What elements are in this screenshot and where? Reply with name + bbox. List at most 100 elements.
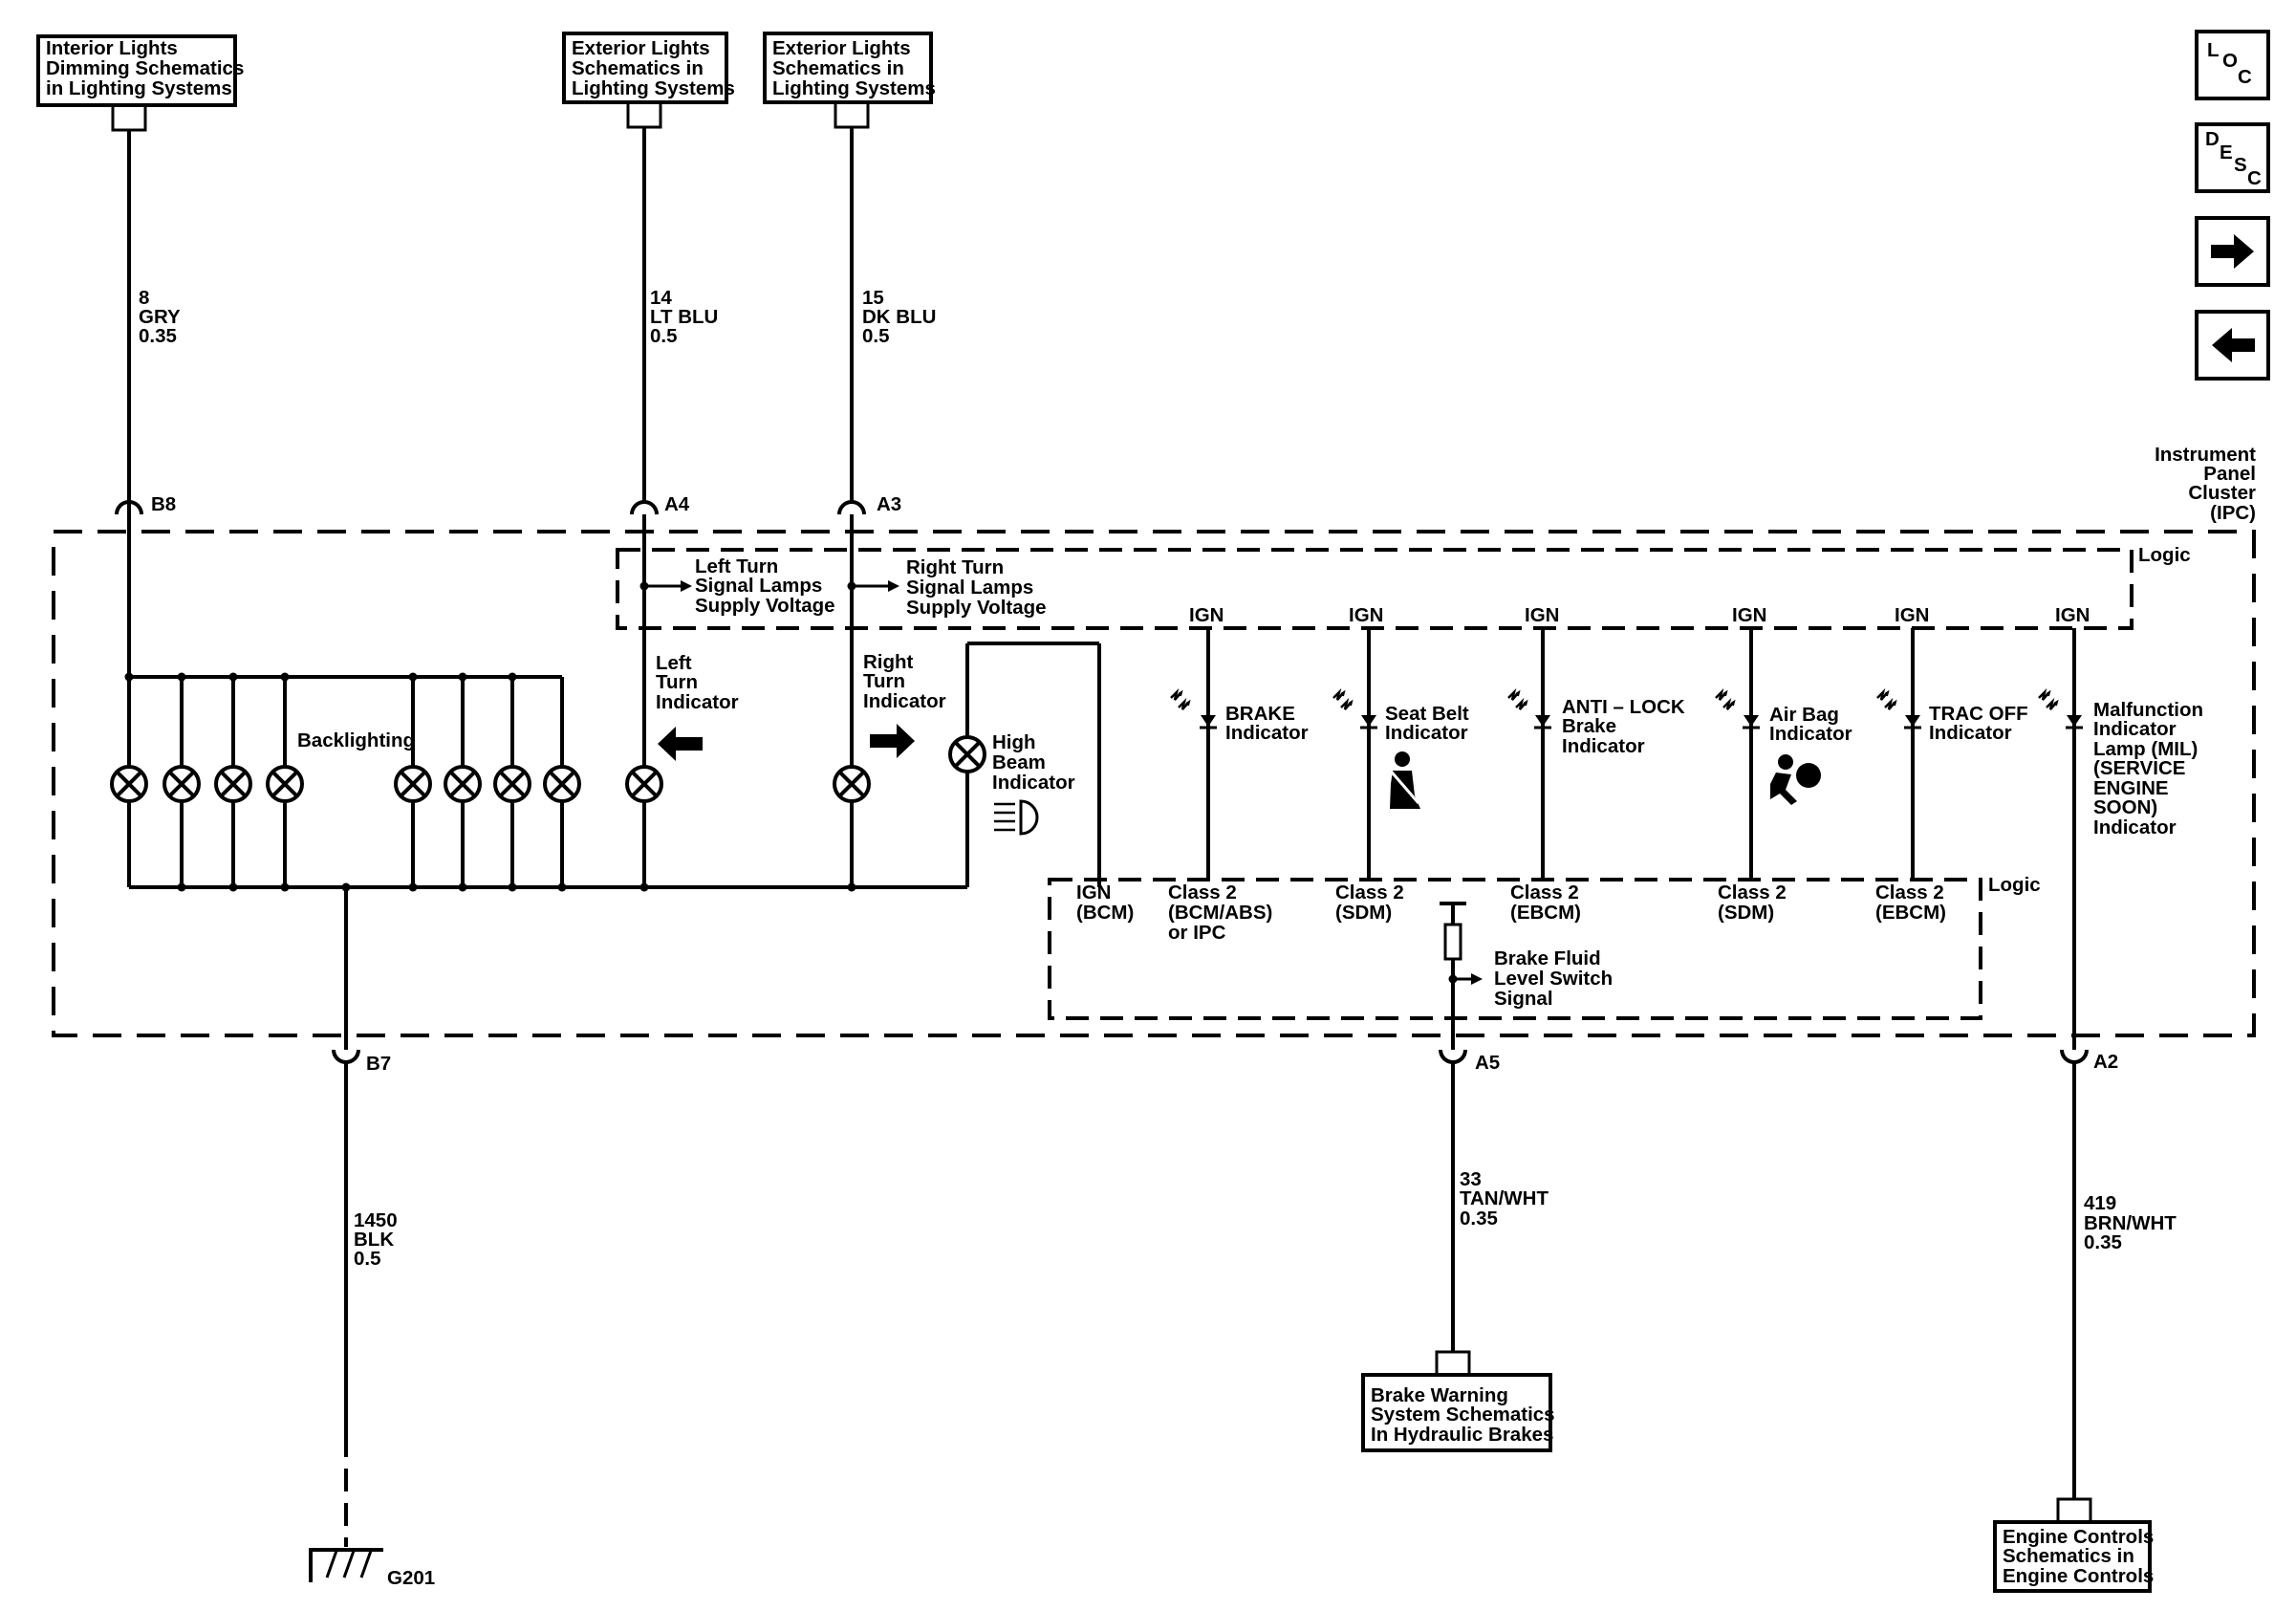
loc-button[interactable]: L O C [2195, 30, 2270, 100]
pin-a3: A3 [837, 493, 901, 515]
svg-text:Right: Right [863, 651, 914, 673]
svg-text:(EBCM): (EBCM) [1510, 902, 1581, 924]
svg-text:IGN: IGN [1076, 882, 1111, 903]
svg-text:Cluster: Cluster [2188, 482, 2256, 504]
svg-text:Signal Lamps: Signal Lamps [906, 577, 1033, 599]
svg-text:Indicator: Indicator [1929, 722, 2012, 744]
mil-indicator: IGN Malfunction Indicator Lamp (MIL) (SE… [2039, 604, 2203, 1050]
svg-text:C: C [2247, 167, 2262, 189]
svg-text:Lamp (MIL): Lamp (MIL) [2093, 738, 2198, 760]
svg-text:0.5: 0.5 [650, 325, 678, 347]
ref-engine-controls[interactable]: Engine Controls Schematics in Engine Con… [1993, 1520, 2154, 1593]
svg-text:Indicator: Indicator [1562, 735, 1645, 757]
right-turn-supply: Right Turn Signal Lamps Supply Voltage [852, 556, 1047, 619]
svg-text:0.5: 0.5 [862, 325, 890, 347]
wire-8-gry: 8 GRY 0.35 [127, 130, 181, 502]
svg-text:Indicator: Indicator [656, 691, 739, 713]
pin-a4: A4 [630, 493, 690, 515]
svg-text:A3: A3 [877, 493, 901, 515]
svg-text:0.35: 0.35 [139, 325, 177, 347]
logic-box-bottom [1048, 878, 1982, 1020]
svg-text:Lighting Systems: Lighting Systems [572, 77, 735, 99]
svg-text:0.35: 0.35 [1460, 1208, 1498, 1230]
svg-text:Class 2: Class 2 [1335, 882, 1404, 903]
svg-text:(SERVICE: (SERVICE [2093, 757, 2185, 779]
svg-text:Right Turn: Right Turn [906, 556, 1004, 578]
logic-label-bottom: Logic [1988, 874, 2041, 896]
next-page-button[interactable] [2195, 216, 2270, 287]
backlighting-lamps: Backlighting [110, 502, 969, 892]
svg-text:System Schematics: System Schematics [1371, 1404, 1555, 1426]
svg-text:L: L [2207, 39, 2220, 61]
svg-text:Signal: Signal [1494, 988, 1553, 1010]
svg-text:Schematics in: Schematics in [772, 57, 904, 79]
logic-inputs: IGN (BCM) Class 2 (BCM/ABS) or IPC Class… [1076, 882, 1946, 944]
svg-text:Interior Lights: Interior Lights [46, 37, 178, 59]
svg-text:Seat Belt: Seat Belt [1385, 703, 1469, 725]
desc-button[interactable]: D E S C [2195, 122, 2270, 193]
logic-box-top [616, 548, 2134, 630]
svg-text:DK BLU: DK BLU [862, 306, 936, 328]
svg-text:Beam: Beam [992, 751, 1046, 773]
left-arrow-icon [2212, 328, 2255, 362]
seat-belt-icon [1386, 751, 1420, 809]
svg-text:ENGINE: ENGINE [2093, 777, 2169, 799]
svg-text:BRAKE: BRAKE [1225, 703, 1295, 725]
svg-text:1450: 1450 [354, 1209, 398, 1231]
high-beam-indicator: High Beam Indicator [948, 642, 1101, 887]
brake-fluid-level-switch: Brake Fluid Level Switch Signal [1440, 902, 1613, 1050]
left-turn-indicator: Left Turn Indicator [625, 514, 739, 887]
svg-text:Indicator: Indicator [2093, 718, 2177, 740]
svg-text:High: High [992, 731, 1036, 753]
svg-text:Brake: Brake [1562, 715, 1616, 737]
svg-text:(EBCM): (EBCM) [1875, 902, 1946, 924]
svg-text:Turn: Turn [656, 671, 698, 693]
svg-text:IGN: IGN [1349, 604, 1383, 626]
wire-15-dk-blu: 15 DK BLU 0.5 [850, 127, 936, 502]
svg-text:Brake Warning: Brake Warning [1371, 1384, 1508, 1406]
ground-g201: G201 [309, 1548, 435, 1589]
svg-text:Exterior Lights: Exterior Lights [572, 37, 710, 59]
svg-text:BLK: BLK [354, 1229, 394, 1251]
svg-text:15: 15 [862, 287, 884, 309]
svg-text:or IPC: or IPC [1168, 922, 1226, 944]
ref-exterior-lights-a[interactable]: Exterior Lights Schematics in Lighting S… [562, 32, 735, 129]
air-bag-indicator: IGN Air Bag Indicator [1716, 604, 1852, 880]
svg-text:Schematics in: Schematics in [2003, 1545, 2134, 1567]
svg-text:SOON): SOON) [2093, 796, 2157, 818]
svg-text:Engine Controls: Engine Controls [2003, 1526, 2154, 1548]
svg-text:Instrument: Instrument [2155, 444, 2256, 466]
svg-text:IGN: IGN [1732, 604, 1766, 626]
svg-text:in Lighting Systems: in Lighting Systems [46, 77, 232, 99]
svg-text:C: C [2238, 66, 2252, 88]
svg-text:A4: A4 [664, 493, 690, 515]
svg-text:0.5: 0.5 [354, 1248, 381, 1270]
svg-text:Indicator: Indicator [1385, 722, 1468, 744]
wire-1450-blk: B7 1450 BLK 0.5 [332, 887, 398, 1547]
svg-text:Exterior Lights: Exterior Lights [772, 37, 911, 59]
svg-text:D: D [2205, 128, 2220, 150]
svg-text:Class 2: Class 2 [1718, 882, 1787, 903]
right-arrow-icon [870, 724, 915, 758]
svg-text:(SDM): (SDM) [1718, 902, 1774, 924]
svg-text:IGN: IGN [1189, 604, 1224, 626]
svg-text:Backlighting: Backlighting [297, 729, 415, 751]
svg-text:Lighting Systems: Lighting Systems [772, 77, 936, 99]
logic-label-top: Logic [2138, 544, 2191, 566]
previous-page-button[interactable] [2195, 310, 2270, 381]
svg-text:ANTI – LOCK: ANTI – LOCK [1562, 696, 1685, 718]
svg-text:Class 2: Class 2 [1168, 882, 1237, 903]
ref-interior-lights[interactable]: Interior Lights Dimming Schematics in Li… [36, 34, 244, 132]
ref-brake-warning[interactable]: Brake Warning System Schematics In Hydra… [1361, 1373, 1555, 1452]
ref-exterior-lights-b[interactable]: Exterior Lights Schematics in Lighting S… [763, 32, 936, 129]
svg-text:0.35: 0.35 [2084, 1231, 2122, 1253]
svg-text:(IPC): (IPC) [2210, 502, 2256, 524]
svg-text:Panel: Panel [2203, 463, 2256, 485]
svg-text:IGN: IGN [2055, 604, 2090, 626]
svg-text:Engine Controls: Engine Controls [2003, 1565, 2154, 1587]
svg-text:(SDM): (SDM) [1335, 902, 1392, 924]
svg-text:Left Turn: Left Turn [695, 555, 778, 577]
svg-text:Left: Left [656, 652, 692, 674]
left-turn-supply: Left Turn Signal Lamps Supply Voltage [644, 555, 835, 617]
ipc-module-label: Instrument Panel Cluster (IPC) [2155, 444, 2256, 524]
